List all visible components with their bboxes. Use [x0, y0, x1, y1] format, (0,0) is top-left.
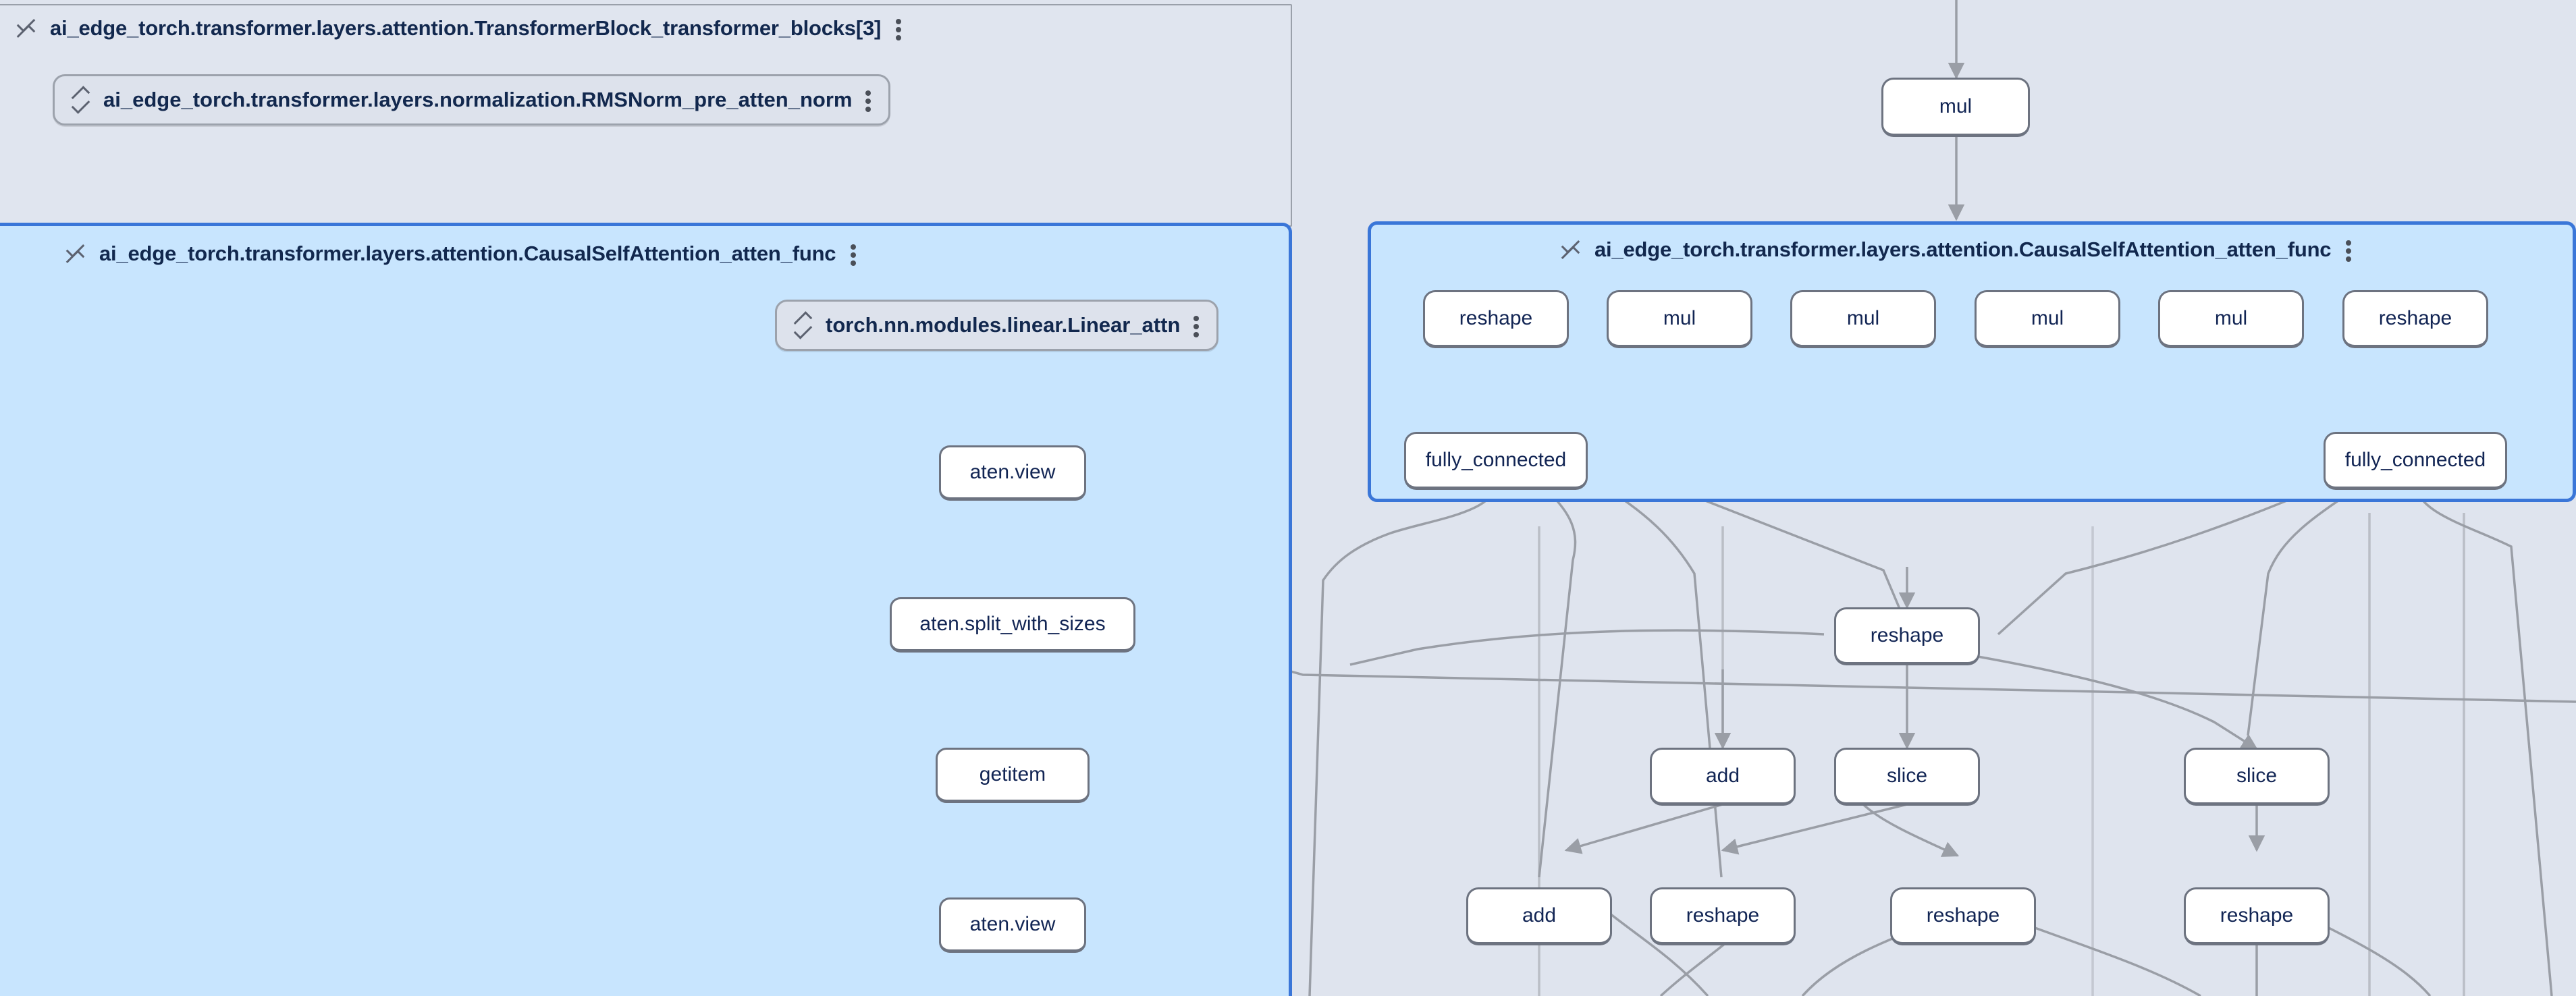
- node-getitem[interactable]: getitem: [936, 748, 1090, 803]
- more-vertical-icon[interactable]: [896, 16, 904, 40]
- node-reshape-b3a[interactable]: reshape: [1650, 887, 1796, 945]
- group-header-transformer-block[interactable]: ai_edge_torch.transformer.layers.attenti…: [15, 13, 904, 43]
- node-mul-top[interactable]: mul: [1881, 78, 2030, 137]
- node-fully-connected-a[interactable]: fully_connected: [1404, 432, 1588, 490]
- node-add-b3[interactable]: add: [1466, 887, 1612, 945]
- node-mul-r1b[interactable]: mul: [1790, 290, 1936, 348]
- node-reshape-r1a[interactable]: reshape: [1423, 290, 1569, 348]
- more-vertical-icon[interactable]: [865, 88, 874, 112]
- node-slice-b2a[interactable]: slice: [1834, 748, 1980, 806]
- node-fully-connected-b[interactable]: fully_connected: [2324, 432, 2507, 490]
- collapse-icon[interactable]: [1559, 235, 1580, 265]
- node-slice-b2b[interactable]: slice: [2184, 748, 2330, 806]
- group-header-causal-self-attention-right[interactable]: ai_edge_torch.transformer.layers.attenti…: [1559, 235, 2354, 265]
- node-reshape-b3b[interactable]: reshape: [1890, 887, 2036, 945]
- node-add-b2[interactable]: add: [1650, 748, 1796, 806]
- group-title-causal-self-attention-left: ai_edge_torch.transformer.layers.attenti…: [99, 242, 836, 265]
- collapse-icon[interactable]: [15, 13, 36, 43]
- pill-label-rmsnorm: ai_edge_torch.transformer.layers.normali…: [103, 88, 853, 111]
- node-aten-split-with-sizes[interactable]: aten.split_with_sizes: [890, 597, 1135, 653]
- more-vertical-icon[interactable]: [2346, 238, 2354, 262]
- collapse-icon[interactable]: [64, 239, 85, 269]
- node-reshape-b3c[interactable]: reshape: [2184, 887, 2330, 945]
- node-mul-r1a[interactable]: mul: [1607, 290, 1752, 348]
- node-mul-r1c[interactable]: mul: [1975, 290, 2120, 348]
- node-reshape-b1[interactable]: reshape: [1834, 607, 1980, 665]
- node-reshape-r1b[interactable]: reshape: [2342, 290, 2488, 348]
- group-title-causal-self-attention-right: ai_edge_torch.transformer.layers.attenti…: [1594, 238, 2332, 261]
- group-header-causal-self-attention-left[interactable]: ai_edge_torch.transformer.layers.attenti…: [64, 239, 859, 269]
- pill-linear-attn[interactable]: torch.nn.modules.linear.Linear_attn: [775, 300, 1219, 351]
- expand-icon[interactable]: [70, 86, 90, 114]
- expand-icon[interactable]: [792, 311, 813, 339]
- node-aten-view-2[interactable]: aten.view: [939, 897, 1086, 953]
- group-title-transformer-block: ai_edge_torch.transformer.layers.attenti…: [50, 16, 882, 40]
- more-vertical-icon[interactable]: [1193, 313, 1202, 337]
- pill-rmsnorm-pre-atten-norm[interactable]: ai_edge_torch.transformer.layers.normali…: [53, 74, 891, 126]
- node-mul-r1d[interactable]: mul: [2158, 290, 2304, 348]
- more-vertical-icon[interactable]: [851, 242, 859, 266]
- pill-label-linear-attn: torch.nn.modules.linear.Linear_attn: [826, 313, 1181, 337]
- node-aten-view-1[interactable]: aten.view: [939, 445, 1086, 501]
